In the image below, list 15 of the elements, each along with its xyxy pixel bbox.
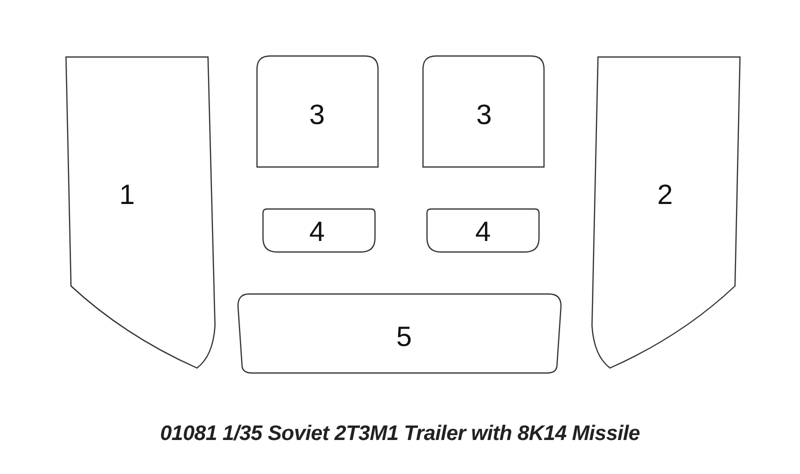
part-number: 4 xyxy=(475,218,491,246)
part-number: 5 xyxy=(396,323,412,351)
mask-outline xyxy=(422,55,545,168)
part-number: 4 xyxy=(309,218,325,246)
caption: 01081 1/35 Soviet 2T3M1 Trailer with 8K14 Missile xyxy=(159,422,641,446)
mask-outline xyxy=(426,208,540,253)
mask-outline xyxy=(262,208,376,253)
part-number: 2 xyxy=(657,181,673,209)
part-number: 3 xyxy=(476,101,492,129)
mask-outline xyxy=(237,293,562,374)
mask-outline xyxy=(65,56,217,370)
part-number: 3 xyxy=(309,101,325,129)
mask-outline xyxy=(256,55,379,168)
part-number: 1 xyxy=(119,181,135,209)
mask-outline xyxy=(590,56,742,370)
